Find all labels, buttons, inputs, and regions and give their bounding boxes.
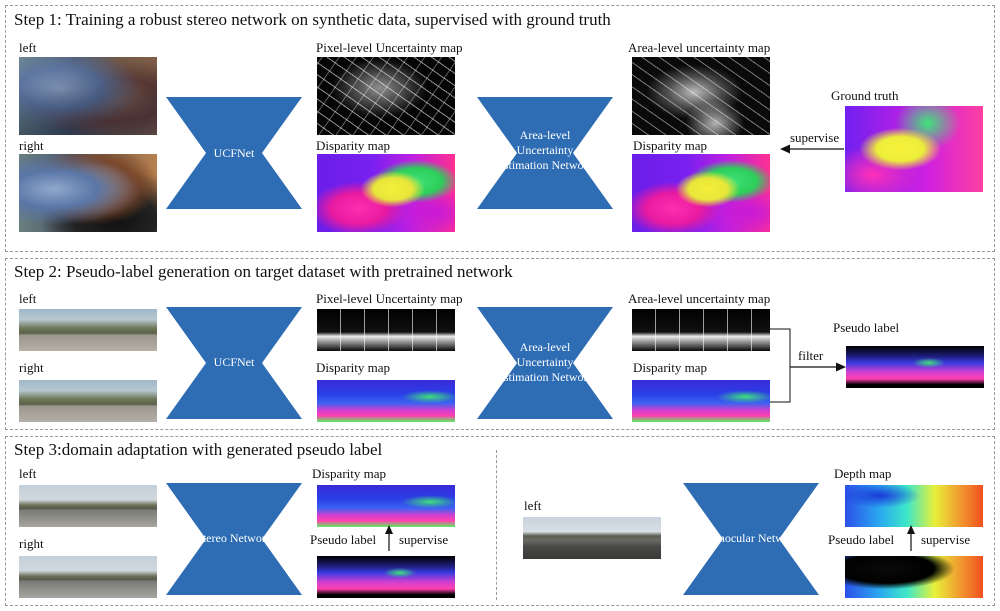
step1-supervise-label: supervise [790, 130, 840, 145]
step1-area-net-line3: Estimation Network [496, 158, 594, 172]
step2-pseudo-image [846, 346, 984, 388]
step3-supervise-label: supervise [399, 532, 449, 547]
step1-panel [5, 5, 995, 252]
step2-area-net-shape [477, 307, 613, 419]
step3-stereo-net-label: Stereo Network [196, 531, 272, 545]
step3-mono-left-image [523, 517, 661, 559]
step3-disp-label: Disparity map [312, 466, 387, 481]
step3-mono-left-label: left [524, 498, 542, 513]
step1-gt-label: Ground truth [831, 88, 899, 103]
step1-gt-image [845, 106, 983, 192]
step3-depth-label: Depth map [834, 466, 892, 481]
step3-panel [5, 436, 995, 606]
step3-pseudo-label: Pseudo label [310, 532, 377, 547]
step2-area-net-line2: Uncertainty [516, 355, 574, 369]
step1-supervise-arrow [780, 144, 844, 154]
step2-left-image [19, 309, 157, 351]
step2-left-label: left [19, 291, 37, 306]
step1-disp1-image [317, 154, 455, 232]
step1-pixel-unc-image [317, 57, 455, 135]
step1-ucfnet-label: UCFNet [213, 146, 255, 160]
step1-pixel-unc-label: Pixel-level Uncertainty map [316, 40, 463, 55]
step1-left-label: left [19, 40, 37, 55]
step2-right-image [19, 380, 157, 422]
step3-title: Step 3:domain adaptation with generated … [14, 440, 383, 459]
step2-disp2-image [632, 380, 770, 422]
step3-depth-image [845, 485, 983, 527]
step3-mono-supervise-label: supervise [921, 532, 971, 547]
step2-area-net-label: Area-level Uncertainty Estimation Networ… [477, 340, 613, 385]
step1-disp2-label: Disparity map [633, 138, 708, 153]
step2-right-label: right [19, 360, 44, 375]
step2-disp1-image [317, 380, 455, 422]
step3-pseudo-image [317, 556, 455, 598]
step3-supervise-arrow [385, 525, 393, 551]
step1-left-image [19, 57, 157, 135]
step1-area-net-label: Area-level Uncertainty Estimation Networ… [477, 128, 613, 173]
step2-pseudo-label: Pseudo label [833, 320, 900, 335]
step3-disp-image [317, 485, 455, 527]
step2-ucfnet-label: UCFNet [213, 355, 255, 369]
step1-area-net-shape [477, 97, 613, 209]
step2-area-unc-image [632, 309, 770, 351]
step2-filter-label: filter [798, 348, 824, 363]
step2-disp1-label: Disparity map [316, 360, 391, 375]
step3-mono-supervise-arrow [907, 525, 915, 551]
step2-title: Step 2: Pseudo-label generation on targe… [14, 262, 513, 281]
step3-left-label: left [19, 466, 37, 481]
step1-disp2-image [632, 154, 770, 232]
step3-mono-pseudo-label: Pseudo label [828, 532, 895, 547]
step1-title: Step 1: Training a robust stereo network… [14, 10, 611, 29]
step2-area-net-line3: Estimation Network [496, 370, 594, 384]
step2-pixel-unc-image [317, 309, 455, 351]
step1-area-net-line2: Uncertainty [516, 143, 574, 157]
step2-panel [5, 258, 995, 430]
step3-stereo-net-shape [166, 483, 302, 595]
step3-divider [496, 450, 497, 600]
step2-disp2-label: Disparity map [633, 360, 708, 375]
step2-area-unc-label: Area-level uncertainty map [628, 291, 771, 306]
step1-area-net-line1: Area-level [519, 128, 571, 142]
step1-ucfnet-shape [166, 97, 302, 209]
step3-mono-pseudo-image [845, 556, 983, 598]
step2-pixel-unc-label: Pixel-level Uncertainty map [316, 291, 463, 306]
step1-disp1-label: Disparity map [316, 138, 391, 153]
step3-mono-net-label: Monocular Network [702, 531, 800, 545]
step2-filter-connector [770, 328, 846, 403]
step1-area-unc-image [632, 57, 770, 135]
step3-left-image [19, 485, 157, 527]
step1-right-label: right [19, 138, 44, 153]
step1-area-unc-label: Area-level uncertainty map [628, 40, 771, 55]
step2-area-net-line1: Area-level [519, 340, 571, 354]
step3-right-image [19, 556, 157, 598]
step2-ucfnet-shape [166, 307, 302, 419]
step3-right-label: right [19, 536, 44, 551]
step3-mono-net-shape [683, 483, 819, 595]
step1-right-image [19, 154, 157, 232]
